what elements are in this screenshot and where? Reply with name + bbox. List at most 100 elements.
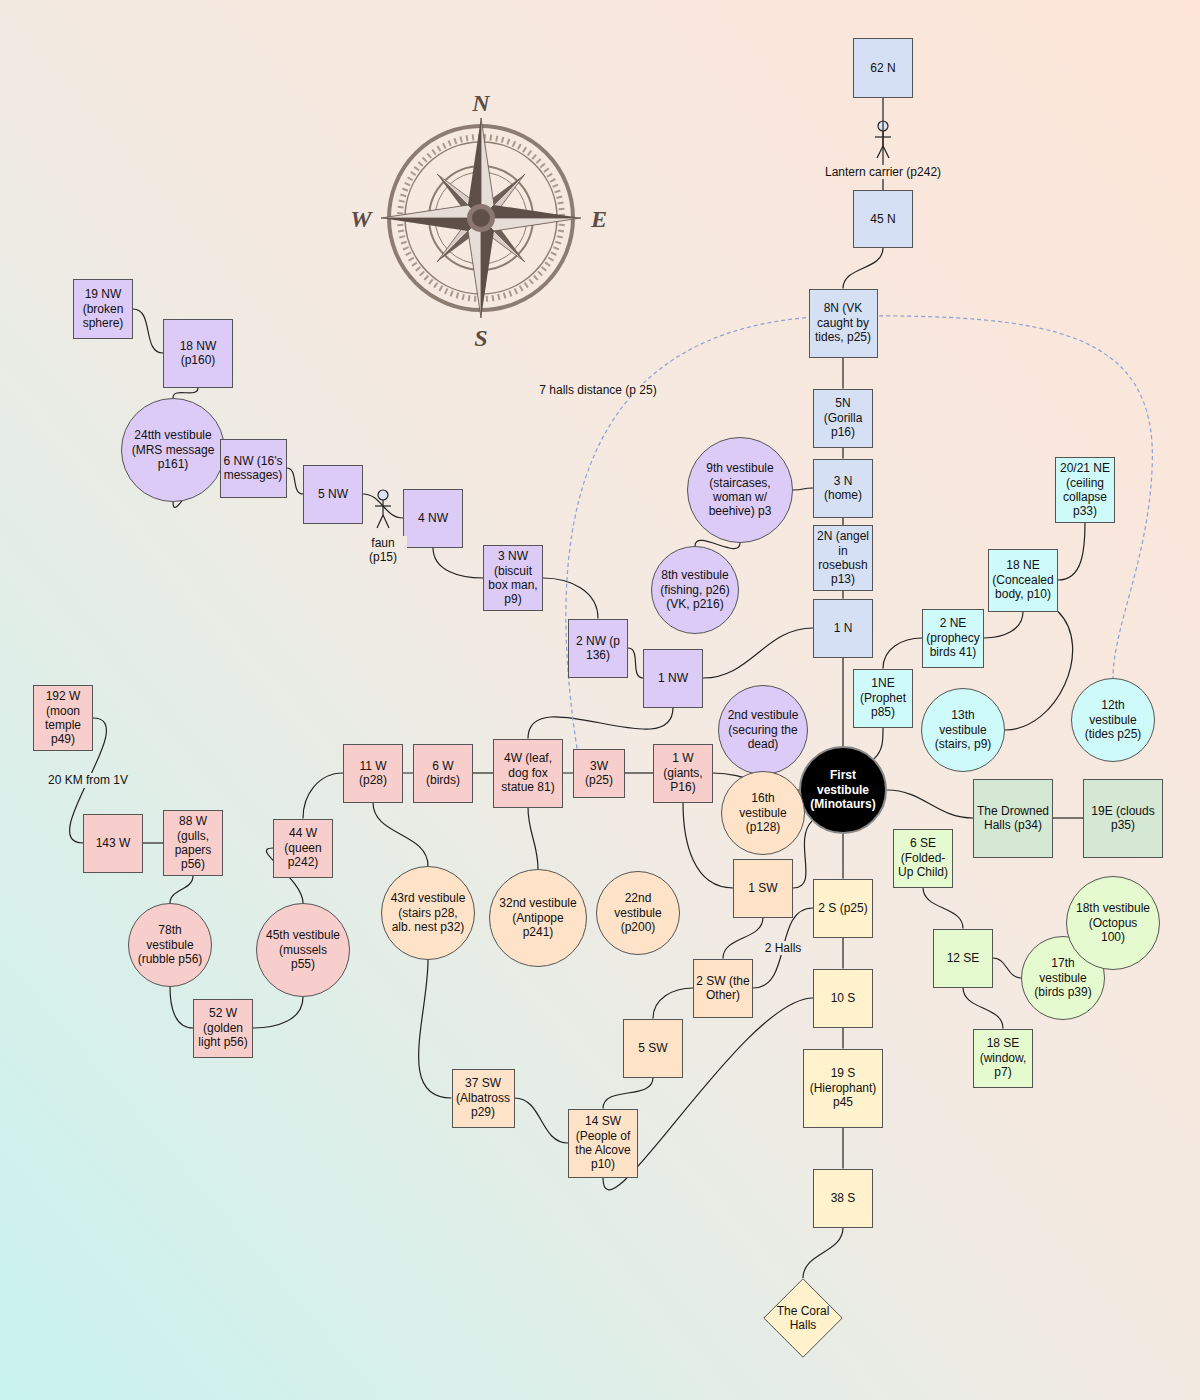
- hall-label: 192 W (moon temple p49): [36, 689, 90, 747]
- hall-label: 32nd vestibule (Antipope p241): [499, 896, 577, 939]
- vestibule-circle: 8th vestibule (fishing, p26) (VK, p216): [651, 546, 739, 634]
- hall-box: 3 NW (biscuit box man, p9): [483, 545, 543, 611]
- hall-box: 44 W (queen p242): [273, 819, 333, 878]
- passage-line: [433, 548, 483, 579]
- vestibule-circle: 12th vestibule (tides p25): [1071, 678, 1155, 762]
- passage-line: [842, 1128, 843, 1169]
- passage-line: [528, 808, 538, 870]
- passage-line: [473, 772, 493, 773]
- vestibule-circle: 13th vestibule (stairs, p9): [921, 688, 1005, 772]
- passage-label: Lantern carrier (p242): [823, 165, 943, 179]
- hall-label: 9th vestibule (staircases, woman w/ beeh…: [698, 461, 782, 519]
- diamond-shape: [764, 1279, 842, 1357]
- hall-label: 18 NE (Concealed body, p10): [991, 558, 1055, 601]
- passage-line: [703, 628, 813, 678]
- hall-box: 14 SW (People of the Alcove p10): [568, 1109, 638, 1178]
- passage-line: [566, 316, 1153, 749]
- hall-box: 62 N: [853, 38, 913, 98]
- hall-label: 143 W: [86, 836, 140, 850]
- passage-label: 7 halls distance (p 25): [537, 383, 658, 397]
- passage-line: [373, 803, 428, 867]
- passage-line: [803, 1228, 843, 1279]
- hall-box: 3 N (home): [813, 459, 873, 518]
- hall-box: The Drowned Halls (p34): [973, 779, 1053, 858]
- hall-label: 2 NE (prophecy birds 41): [925, 616, 981, 659]
- hall-box: 45 N: [853, 190, 913, 248]
- compass-letter: S: [474, 325, 487, 352]
- vestibule-circle: 78th vestibule (rubble p56): [128, 903, 212, 987]
- passage-line: [403, 772, 413, 773]
- hall-label: 8N (VK caught by tides, p25): [812, 301, 875, 344]
- vestibule-circle: 2nd vestibule (securing the dead): [718, 685, 808, 775]
- passage-line: [1058, 523, 1085, 580]
- passage-line: [843, 248, 883, 289]
- hall-label: 2 S (p25): [816, 901, 870, 915]
- hall-label: 5 NW: [306, 487, 360, 501]
- hall-label: 78th vestibule (rubble p56): [137, 923, 204, 966]
- passage-line: [842, 1028, 843, 1049]
- hall-box: 11 W (p28): [343, 744, 403, 803]
- hall-label: 52 W (golden light p56): [196, 1006, 250, 1049]
- hall-label: 20/21 NE (ceiling collapse p33): [1058, 461, 1112, 519]
- hall-box: 20/21 NE (ceiling collapse p33): [1055, 457, 1115, 523]
- hall-box: 6 NW (16's messages): [220, 439, 287, 498]
- vestibule-circle: 45th vestibule (mussels p55): [256, 903, 350, 997]
- passage-line: [842, 358, 843, 389]
- hall-label: 3 NW (biscuit box man, p9): [486, 549, 540, 607]
- hall-box: 1 SW: [733, 859, 793, 918]
- hall-label: 1 NW: [646, 671, 700, 685]
- passage-line: [842, 591, 843, 599]
- hall-box: 8N (VK caught by tides, p25): [809, 289, 878, 358]
- hall-box: 2N (angel in rosebush p13): [813, 525, 873, 591]
- hall-label: 43rd vestibule (stairs p28, alb. nest p3…: [391, 891, 466, 934]
- hall-label: 3W (p25): [576, 759, 622, 788]
- passage-line: [842, 938, 843, 969]
- hall-box: 4W (leaf, dog fox statue 81): [493, 739, 563, 808]
- vestibule-circle: 22nd vestibule (p200): [596, 871, 680, 955]
- hall-label: The Coral Halls: [776, 1304, 830, 1333]
- hall-label: 13th vestibule (stairs, p9): [930, 708, 997, 751]
- hall-label: The Drowned Halls (p34): [976, 804, 1050, 833]
- hall-label: 5N (Gorilla p16): [816, 396, 870, 439]
- hall-label: 19 NW (broken sphere): [76, 287, 130, 330]
- passage-line: [253, 997, 303, 1028]
- hall-box: 6 W (birds): [413, 744, 473, 803]
- hall-box: 143 W: [83, 814, 143, 873]
- hall-box: 19 S (Hierophant) p45: [803, 1049, 883, 1128]
- hall-label: 44 W (queen p242): [276, 826, 330, 869]
- compass-letter: N: [472, 90, 489, 117]
- hall-box: 3W (p25): [573, 749, 625, 798]
- passage-line: [883, 638, 922, 669]
- passage-line: [170, 987, 193, 1028]
- passage-line: [793, 488, 813, 490]
- vestibule-circle: 24tth vestibule (MRS message p161): [121, 398, 225, 502]
- compass-rose: [381, 118, 581, 318]
- hall-label: 62 N: [856, 61, 910, 75]
- passage-label: faun (p15): [359, 536, 407, 565]
- passage-line: [133, 309, 163, 353]
- passage-line: [963, 988, 1003, 1029]
- hall-label: 17th vestibule (birds p39): [1030, 956, 1097, 999]
- hall-box: 2 S (p25): [813, 879, 873, 938]
- passage-line: [842, 448, 843, 459]
- hall-box: 5N (Gorilla p16): [813, 389, 873, 448]
- passage-line: [419, 960, 452, 1098]
- hall-label: 10 S: [816, 991, 870, 1005]
- passage-line: [625, 772, 653, 773]
- passage-line: [528, 708, 673, 739]
- hall-label: First vestibule (Minotaurs): [808, 768, 878, 811]
- stick-figure: [375, 490, 391, 528]
- hall-label: 88 W (gulls, papers p56): [166, 814, 220, 872]
- hall-label: 24tth vestibule (MRS message p161): [132, 428, 215, 471]
- compass-letter: W: [350, 206, 371, 233]
- vestibule-circle: 16th vestibule (p128): [721, 771, 805, 855]
- passage-line: [143, 842, 163, 843]
- hall-box: 38 S: [813, 1169, 873, 1228]
- hall-label: 12th vestibule (tides p25): [1080, 698, 1147, 741]
- hall-box: 1 W (giants, P16): [653, 744, 713, 803]
- vestibule-circle: 18th vestibule (Octopus 100): [1066, 876, 1160, 970]
- passage-label: 2 Halls: [763, 941, 804, 955]
- vestibule-circle: 43rd vestibule (stairs p28, alb. nest p3…: [381, 866, 475, 960]
- hall-label: 1 SW: [736, 881, 790, 895]
